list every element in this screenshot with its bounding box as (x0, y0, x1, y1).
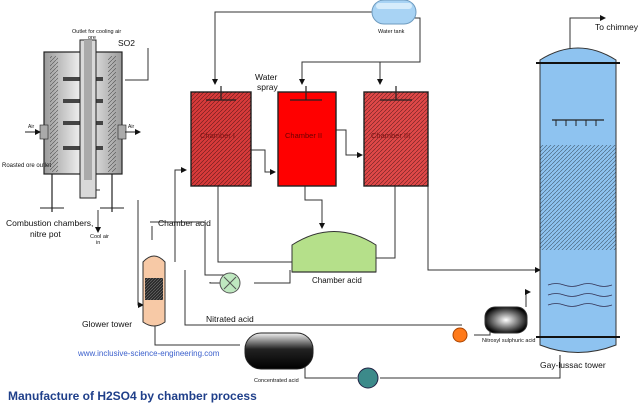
chamber-2 (277, 86, 337, 187)
chamber-3-label: Chamber III (371, 131, 410, 140)
chamber-3 (363, 86, 429, 187)
page-title: Manufacture of H2SO4 by chamber process (8, 389, 257, 403)
outlet-cooling-label: Outlet for cooling air (72, 29, 121, 35)
chamber-2-label: Chamber II (285, 131, 322, 140)
water-spray-label-1: Water (255, 72, 278, 82)
nitrosyl-label: Nitrosyl sulphuric acid (482, 338, 536, 344)
glower-tower (142, 255, 166, 327)
cool-air-label: Cool air (90, 234, 109, 240)
nitrated-acid-pump (452, 327, 468, 343)
concentrated-acid-tank (244, 332, 314, 370)
chamber-acid-top-label: Chamber acid (158, 218, 211, 228)
concentrated-acid-label: Concentrated acid (254, 378, 299, 384)
water-tank-label: Water tank (378, 29, 405, 35)
chamber-acid-tank-label: Chamber acid (312, 276, 362, 285)
chamber-1-label: Chamber I (200, 131, 235, 140)
so2-label: SO2 (118, 38, 135, 48)
chamber-acid-pump (219, 272, 241, 294)
pipes (85, 11, 606, 379)
water-spray-label-2: spray (257, 82, 279, 92)
gay-lussac-tower (536, 47, 620, 353)
combustion-furnace (25, 39, 141, 212)
concentrated-acid-pump (357, 367, 379, 389)
chamber-acid-tank (291, 231, 377, 273)
combustion-label-1: Combustion chambers, (6, 218, 93, 228)
chimney-label: To chimney (595, 22, 639, 32)
glower-tower-label: Glower tower (82, 319, 132, 329)
air-left-label: Air (28, 124, 34, 130)
chamber-1 (190, 86, 252, 187)
nitrated-acid-label: Nitrated acid (206, 314, 254, 324)
gay-lussac-label: Gay-lussac tower (540, 360, 606, 370)
combustion-label-2: nitre pot (30, 229, 61, 239)
labels: Outlet for cooling air ore SO2 Air Air R… (2, 22, 639, 403)
cool-air-label-2: in (96, 240, 100, 246)
air-right-label: Air (128, 124, 134, 130)
roasted-ore-label: Roasted ore outlet (2, 163, 51, 169)
website-link[interactable]: www.inclusive-science-engineering.com (77, 349, 220, 358)
outlet-cooling-label-2: ore (88, 35, 96, 41)
nitrosyl-vessel (484, 306, 528, 334)
water-tank (371, 0, 417, 25)
